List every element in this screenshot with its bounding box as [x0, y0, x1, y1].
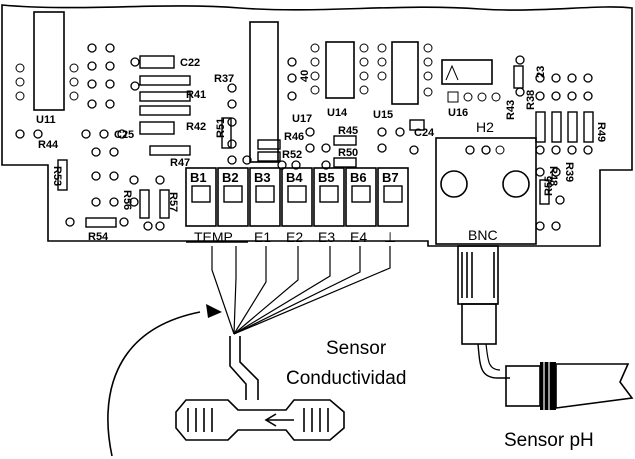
r43-label: R43 — [505, 100, 517, 120]
r56-label: R56 — [121, 190, 133, 210]
ph-connector-h2 — [435, 137, 537, 245]
resistor-array — [57, 55, 594, 228]
terminal-b3: B3 — [249, 167, 281, 227]
e3-label: E3 — [318, 229, 335, 245]
u11-label: U11 — [36, 114, 56, 126]
u17-label: U17 — [292, 113, 312, 125]
u15-label: U15 — [373, 109, 393, 121]
r51-label: R51 — [215, 118, 227, 138]
pointer-arrowhead — [206, 304, 222, 318]
ph-sensor-label: Sensor pH — [504, 430, 594, 451]
u16-label: U16 — [448, 107, 468, 119]
conductivity-sensor-label-line2: Conductividad — [286, 368, 406, 389]
c22-label: C22 — [180, 57, 200, 69]
e2-label: E2 — [286, 229, 303, 245]
terminal-b1: B1 — [185, 167, 217, 227]
r49-label: R49 — [595, 122, 607, 142]
ground-label: ⊥ — [384, 229, 396, 245]
board-outline — [1, 4, 633, 247]
r41-label: R41 — [186, 89, 206, 101]
bnc-plug — [457, 245, 499, 345]
c24-label: C24 — [414, 127, 435, 139]
terminal-label-b2: B2 — [222, 170, 239, 185]
terminal-label-b7: B7 — [382, 170, 399, 185]
n40-label: 40 — [299, 70, 311, 82]
r53-label: R53 — [51, 166, 63, 186]
u14-label: U14 — [327, 107, 348, 119]
terminal-b7: B7 — [377, 167, 409, 227]
r55-label: R55 — [543, 176, 555, 196]
r54-label: R54 — [88, 231, 109, 243]
r39-label: R39 — [563, 162, 575, 182]
terminal-label-b6: B6 — [350, 170, 367, 185]
conductivity-cell — [175, 399, 345, 441]
r37-label: R37 — [214, 73, 234, 85]
r50-label: R50 — [338, 147, 358, 159]
sensor-wires — [211, 246, 391, 335]
ph-cable — [477, 343, 510, 379]
conductivity-cable — [229, 336, 259, 400]
ic-u16 — [441, 59, 501, 103]
h2-label: H2 — [476, 119, 494, 135]
terminal-label-b1: B1 — [190, 170, 207, 185]
temp-label: TEMP — [194, 229, 233, 245]
ic-u-tall — [249, 21, 279, 163]
ph-cable-2 — [485, 343, 501, 371]
r57-label: R57 — [167, 192, 179, 212]
terminal-b2: B2 — [217, 167, 249, 227]
r45-label: R45 — [338, 125, 358, 137]
conductivity-sensor-label-line1: Sensor — [326, 338, 387, 359]
terminal-label-b4: B4 — [286, 170, 303, 185]
r38-label: R38 — [525, 90, 537, 110]
terminal-block: B1 B2 B3 B4 B5 B6 B7 — [185, 167, 409, 227]
ic-u11 — [15, 11, 79, 111]
bnc-label: BNC — [468, 227, 498, 243]
e1-label: E1 — [254, 229, 271, 245]
r44-label: R44 — [38, 139, 59, 151]
n23-label: 23 — [535, 66, 547, 78]
r46-label: R46 — [284, 131, 304, 143]
terminal-b4: B4 — [281, 167, 313, 227]
terminal-label-b5: B5 — [318, 170, 335, 185]
terminal-b5: B5 — [313, 167, 345, 227]
ph-sensor-probe — [505, 362, 634, 410]
ic-u14 — [310, 41, 369, 99]
terminal-label-b3: B3 — [254, 170, 271, 185]
r52-label: R52 — [282, 149, 302, 161]
pointer-arrow-line — [107, 311, 201, 457]
r42-label: R42 — [186, 121, 206, 133]
r47-label: R47 — [170, 157, 190, 169]
terminal-b6: B6 — [345, 167, 377, 227]
e4-label: E4 — [350, 229, 367, 245]
c25-label: C25 — [114, 129, 134, 141]
r48-label: R48 — [547, 166, 559, 186]
ic-u15 — [377, 41, 433, 105]
pad-holes — [15, 43, 593, 231]
